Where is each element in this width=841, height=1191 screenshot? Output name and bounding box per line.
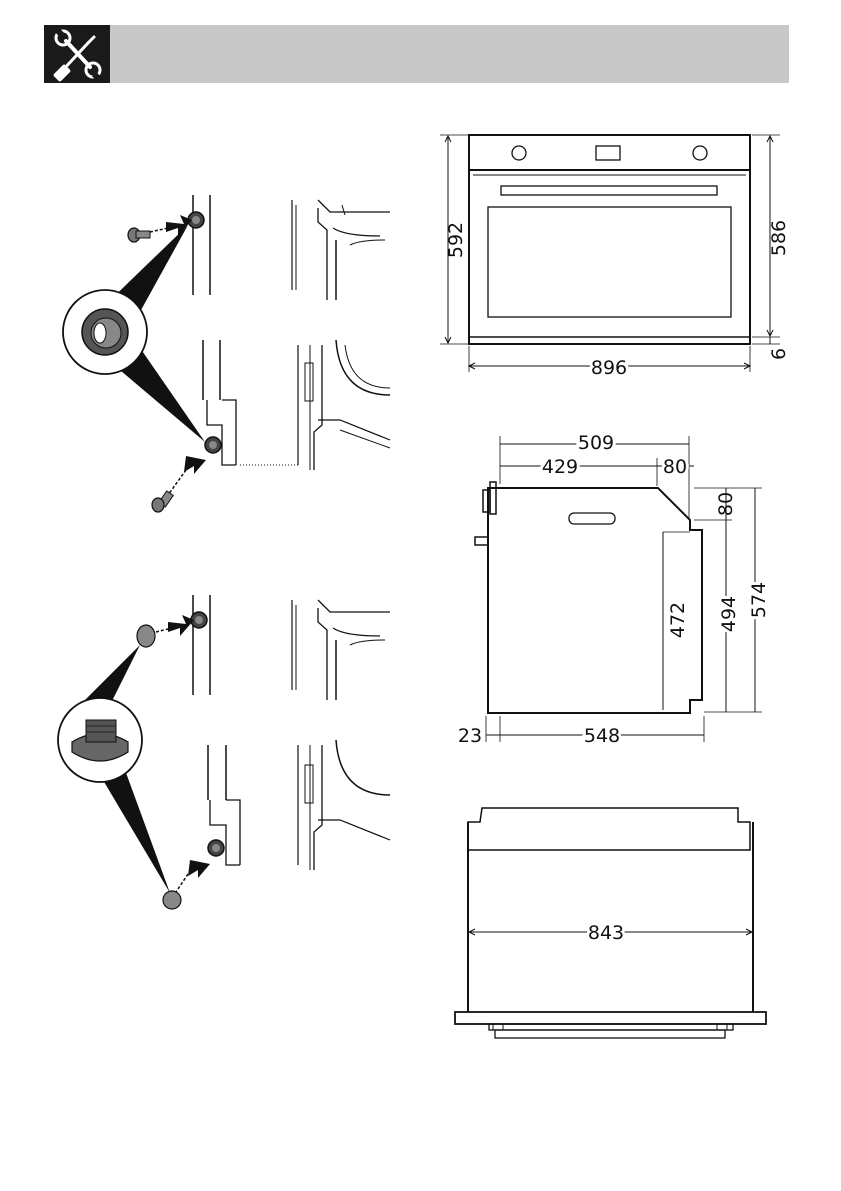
side-view-drawing: [475, 436, 762, 742]
dim-429: 429: [542, 456, 578, 478]
dim-843: 843: [588, 922, 624, 944]
screw-fixing-illustration: [63, 195, 390, 512]
front-view-drawing: [440, 135, 780, 372]
dim-548: 548: [584, 725, 620, 747]
dim-23: 23: [458, 725, 482, 747]
dim-586: 586: [768, 220, 790, 256]
dim-6: 6: [768, 348, 790, 360]
dim-574: 574: [748, 582, 770, 618]
dim-494: 494: [718, 596, 740, 632]
dim-80-top: 80: [663, 456, 687, 478]
dim-509: 509: [578, 432, 614, 454]
dim-472: 472: [667, 602, 689, 638]
dim-592: 592: [445, 222, 467, 258]
cap-fixing-illustration: [58, 595, 390, 909]
dim-896: 896: [591, 357, 627, 379]
dim-80-side: 80: [715, 492, 737, 516]
